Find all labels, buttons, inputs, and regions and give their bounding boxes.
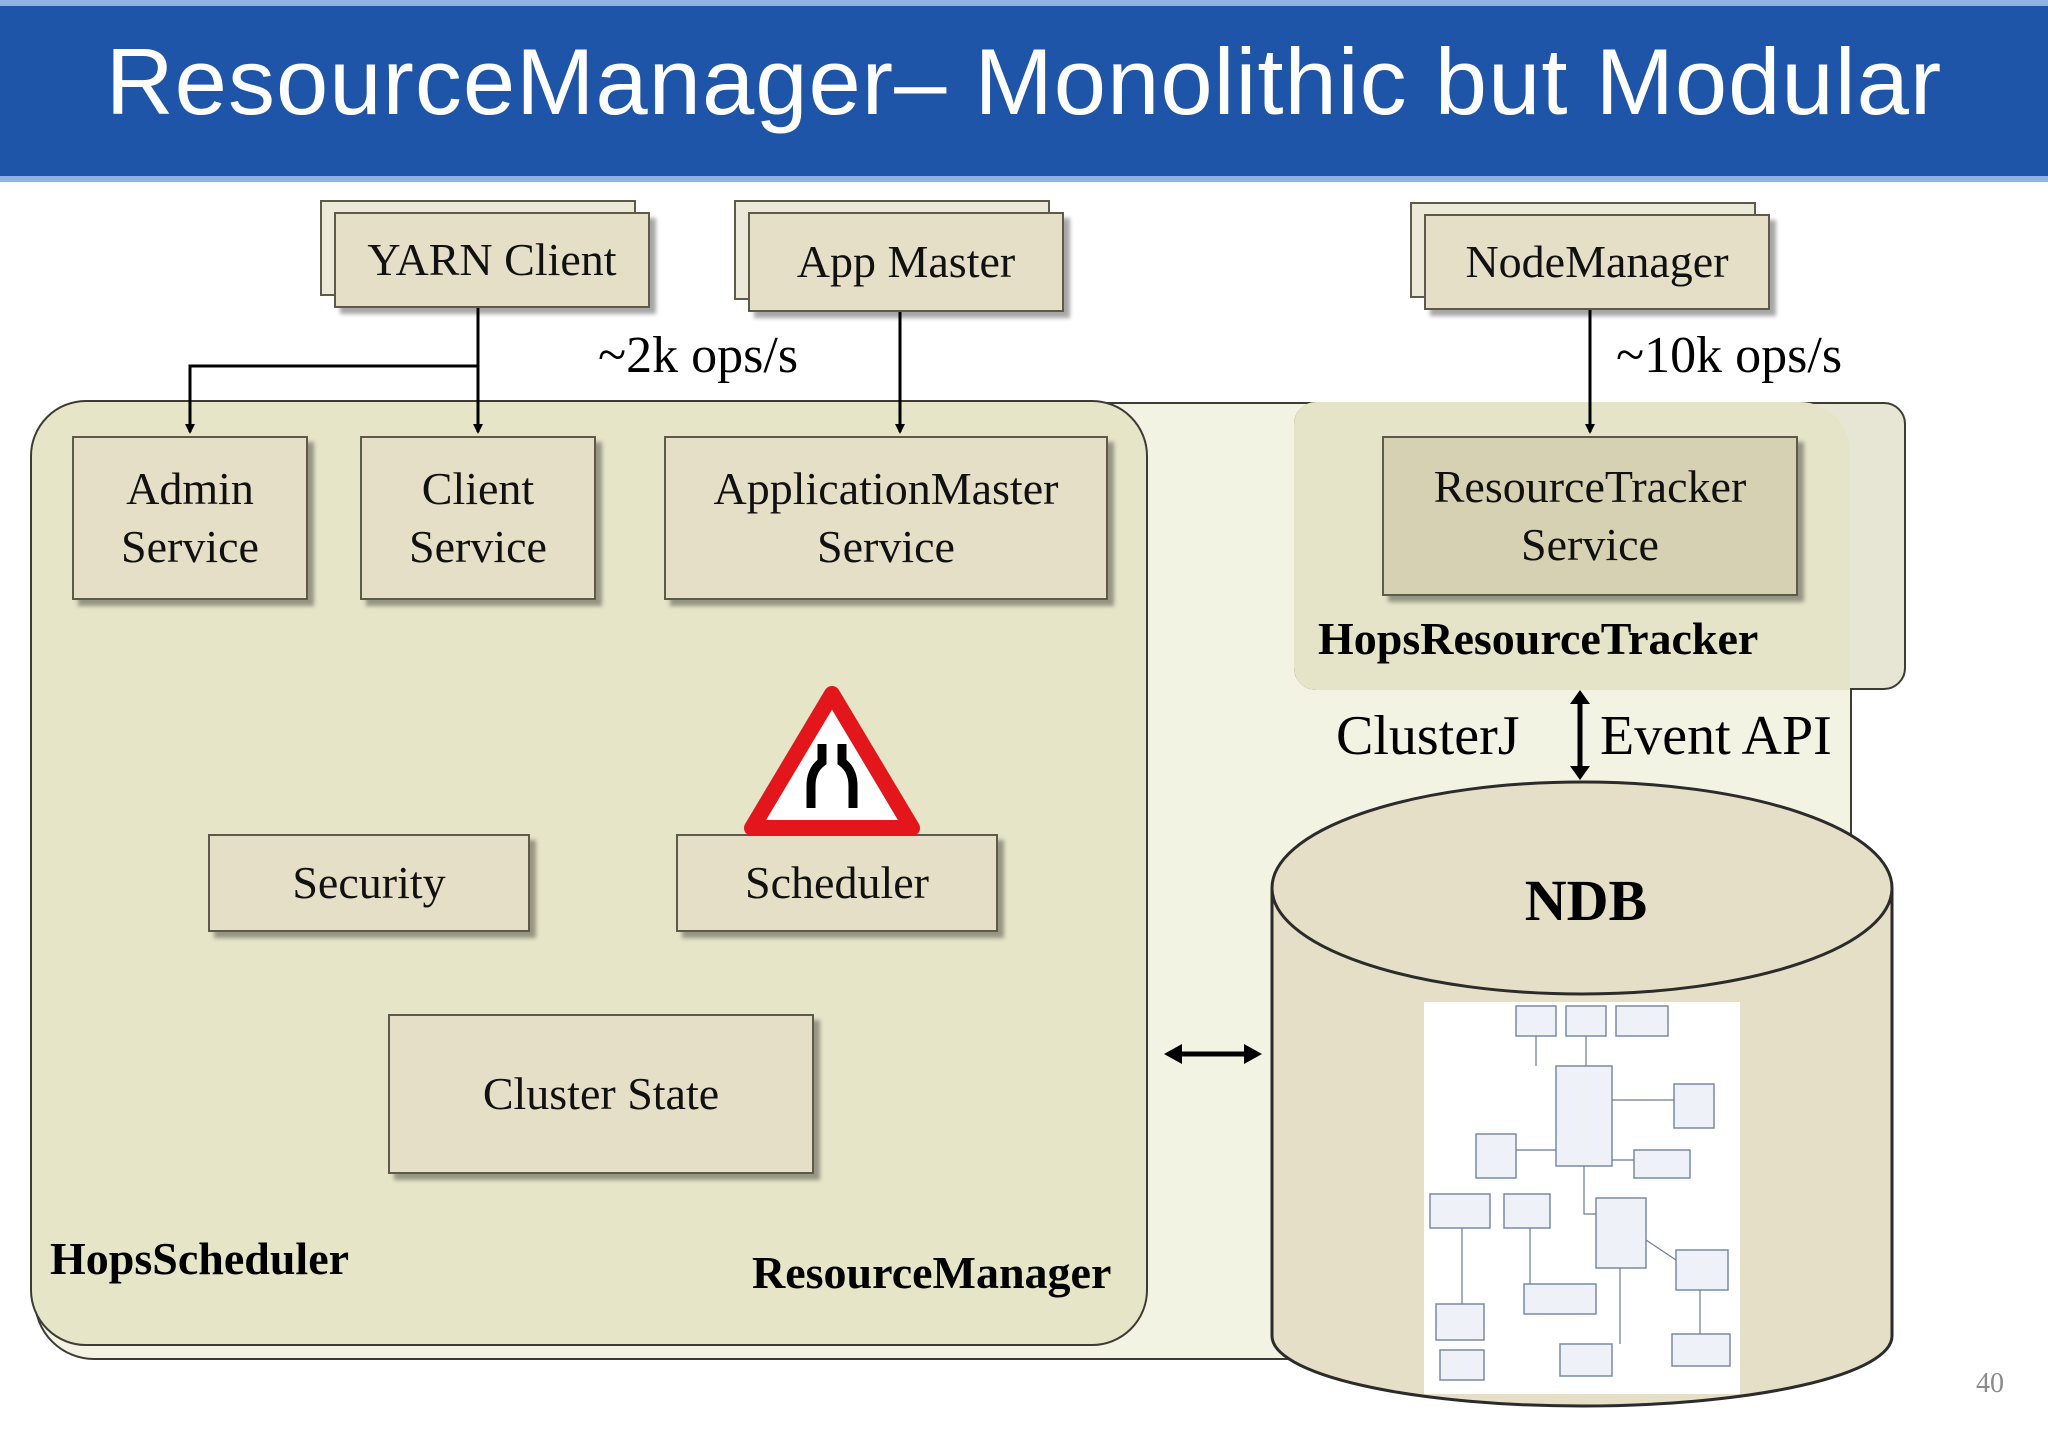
appmaster-service-line1: ApplicationMaster [713, 463, 1059, 514]
security-box: Security [208, 834, 530, 932]
yarn-client-connector [185, 308, 483, 434]
admin-service-line2: Service [121, 521, 259, 572]
page-number: 40 [1976, 1368, 2004, 1399]
security-label: Security [292, 857, 446, 908]
app-master-box: App Master [748, 212, 1064, 312]
node-rate-label: ~10k ops/s [1616, 327, 1843, 384]
tracker-service-line1: ResourceTracker [1433, 461, 1747, 512]
scheduler-box: Scheduler [676, 834, 998, 932]
appmaster-service-line2: Service [817, 521, 955, 572]
cluster-state-ndb-arrow [1164, 1044, 1262, 1064]
client-rate-label: ~2k ops/s [598, 327, 799, 384]
schema-diagram-image [1424, 1002, 1740, 1394]
cluster-state-label: Cluster State [482, 1068, 720, 1119]
node-manager-box: NodeManager [1424, 214, 1770, 310]
node-manager-label: NodeManager [1465, 236, 1729, 287]
clusterj-event-arrow [1570, 690, 1590, 780]
hops-resource-tracker-label: HopsResourceTracker [1318, 613, 1759, 664]
cluster-state-box: Cluster State [388, 1014, 814, 1174]
client-service-line1: Client [421, 463, 535, 514]
client-service-box: Client Service [360, 436, 596, 600]
admin-service-box: Admin Service [72, 436, 308, 600]
event-api-label: Event API [1600, 705, 1832, 767]
appmaster-service-box: ApplicationMaster Service [664, 436, 1108, 600]
yarn-client-label: YARN Client [367, 234, 617, 285]
ndb-label: NDB [1525, 868, 1647, 933]
yarn-client-box: YARN Client [334, 212, 650, 308]
title-bar: ResourceManager– Monolithic but Modular [0, 0, 2048, 182]
clusterj-label: ClusterJ [1336, 705, 1520, 767]
tracker-service-line2: Service [1521, 519, 1659, 570]
resource-manager-label: ResourceManager [752, 1247, 1112, 1298]
scheduler-label: Scheduler [745, 857, 929, 908]
tracker-service-box: ResourceTracker Service [1382, 436, 1798, 596]
warning-sign-icon [744, 686, 920, 836]
app-master-label: App Master [796, 236, 1016, 287]
hops-scheduler-label: HopsScheduler [50, 1233, 350, 1284]
slide-title: ResourceManager– Monolithic but Modular [105, 29, 1943, 134]
client-service-line2: Service [409, 521, 547, 572]
admin-service-line1: Admin [126, 463, 254, 514]
